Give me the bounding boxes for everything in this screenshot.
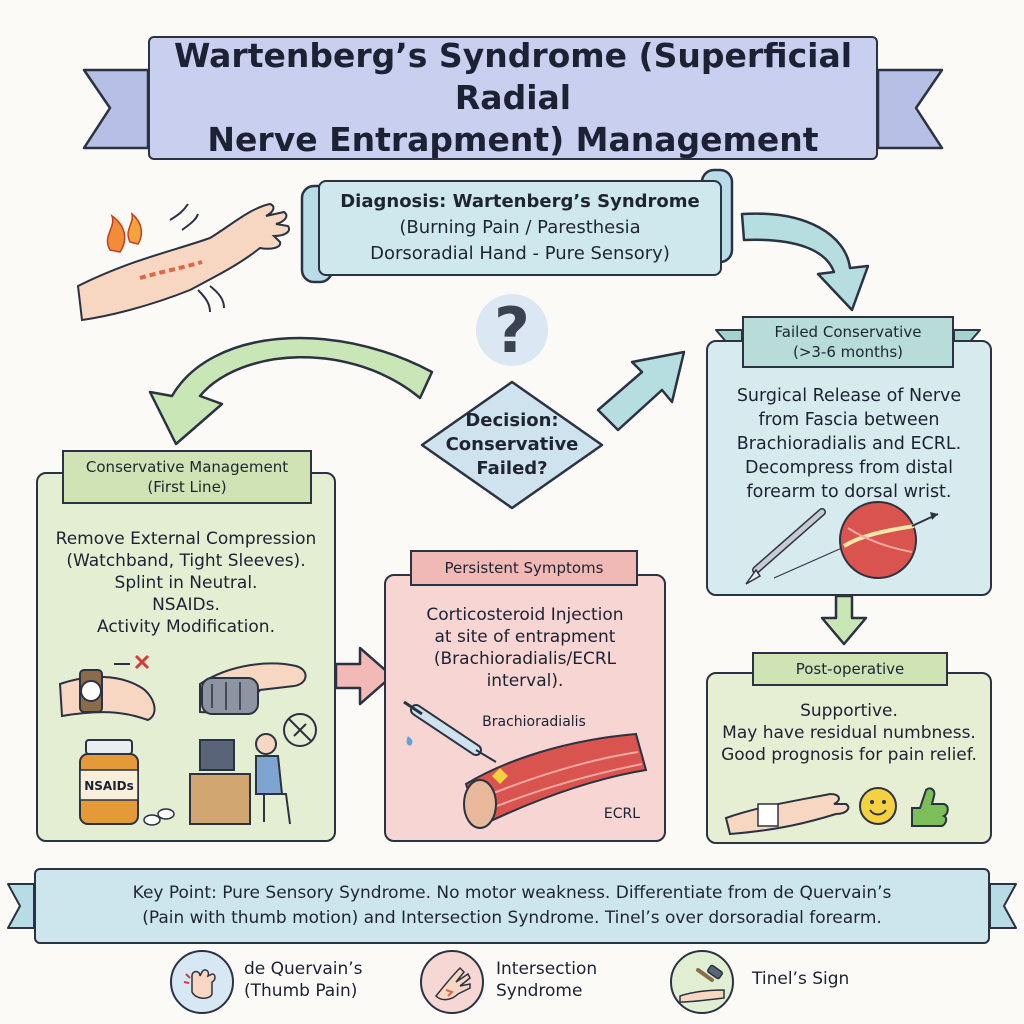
failed-header-line-2: (>3-6 months) xyxy=(792,343,904,361)
postop-body-line: May have residual numbness. xyxy=(722,723,976,743)
conservative-body-line: Splint in Neutral. xyxy=(114,573,258,593)
failed-conservative-header: Failed Conservative (>3-6 months) xyxy=(742,316,954,368)
postop-header-label: Post-operative xyxy=(795,660,905,678)
bandaged-hand-icon xyxy=(724,792,850,836)
decision-diamond-shape xyxy=(420,380,604,510)
svg-text:?: ? xyxy=(494,294,530,367)
persistent-panel xyxy=(384,574,666,842)
postop-body: Supportive. May have residual numbness. … xyxy=(714,700,984,766)
failed-header-line-1: Failed Conservative xyxy=(774,323,922,341)
burning-hand-icon xyxy=(76,202,290,322)
persistent-body-line: (Brachioradialis/ECRL xyxy=(433,649,617,669)
key-point-banner: Key Point: Pure Sensory Syndrome. No mot… xyxy=(34,868,990,944)
arrow-to-surgery xyxy=(596,350,686,432)
dequervain-label-line-1: de Quervain’s xyxy=(244,959,363,979)
decision-line-3: Failed? xyxy=(476,458,548,479)
surgery-illustration xyxy=(745,501,939,585)
splint-icon xyxy=(199,662,307,715)
decision-line-1: Decision: xyxy=(465,410,559,431)
persistent-header: Persistent Symptoms xyxy=(410,550,638,586)
failed-body-line: Surgical Release of Nerve xyxy=(736,386,962,406)
decision-line-2: Conservative xyxy=(445,434,579,455)
question-mark-icon: ? xyxy=(476,294,548,367)
diagnosis-box: Diagnosis: Wartenberg’s Syndrome (Burnin… xyxy=(318,180,722,276)
tinel-sign-icon xyxy=(670,950,734,1014)
conservative-header: Conservative Management (First Line) xyxy=(62,450,312,504)
intersection-label-line-2: Syndrome xyxy=(496,981,583,1001)
postop-body-line: Supportive. xyxy=(800,701,898,721)
nsaids-bottle-icon xyxy=(79,739,175,826)
dequervain-icon xyxy=(170,950,234,1014)
conservative-header-line-2: (First Line) xyxy=(147,478,227,496)
dequervain-label: de Quervain’s (Thumb Pain) xyxy=(244,958,363,1002)
watch-icon xyxy=(58,654,156,722)
title-banner: Wartenberg’s Syndrome (Superficial Radia… xyxy=(148,36,878,160)
keypoint-line-2: (Pain with thumb motion) and Intersectio… xyxy=(142,908,882,928)
title-line-2: Nerve Entrapment) Management xyxy=(207,120,819,159)
diagnosis-line-2: (Burning Pain / Paresthesia xyxy=(399,217,641,238)
title-line-1: Wartenberg’s Syndrome (Superficial Radia… xyxy=(173,36,853,117)
injection-illustration: Brachioradialis ECRL xyxy=(403,700,648,829)
failed-body-line: from Fascia between xyxy=(758,410,940,430)
persistent-body-line: Corticosteroid Injection xyxy=(426,605,624,625)
intersection-syndrome-icon xyxy=(420,950,484,1014)
dequervain-label-line-2: (Thumb Pain) xyxy=(244,981,358,1001)
conservative-body-line: Remove External Compression xyxy=(55,529,317,549)
muscle-icon xyxy=(463,732,648,829)
conservative-body-line: NSAIDs. xyxy=(152,595,220,615)
syringe-icon xyxy=(403,700,497,763)
failed-body-line: forearm to dorsal wrist. xyxy=(746,482,952,502)
tinel-label: Tinel’s Sign xyxy=(752,969,850,989)
conservative-illustrations: NSAIDs xyxy=(58,654,317,826)
ecrl-label: ECRL xyxy=(604,806,640,822)
title-ribbon-tails xyxy=(82,68,944,150)
arrow-to-conservative xyxy=(148,336,434,446)
arrow-to-persistent xyxy=(334,646,394,706)
arrow-diagnosis-to-failed xyxy=(740,212,870,312)
nsaids-label: NSAIDs xyxy=(84,779,134,793)
postop-header: Post-operative xyxy=(752,652,948,686)
intersection-label: Intersection Syndrome xyxy=(496,958,597,1002)
persistent-body-line: at site of entrapment xyxy=(434,627,616,647)
decision-node: Decision: Conservative Failed? xyxy=(418,386,606,504)
nerve-release-icon xyxy=(839,501,939,579)
conservative-header-line-1: Conservative Management xyxy=(85,458,289,476)
keypoint-line-1: Key Point: Pure Sensory Syndrome. No mot… xyxy=(132,883,892,903)
failed-body-line: Brachioradialis and ECRL. xyxy=(736,434,962,454)
arrow-to-postop xyxy=(820,594,868,646)
thumbs-up-icon xyxy=(911,787,949,827)
conservative-body: Remove External Compression (Watchband, … xyxy=(44,528,328,638)
conservative-body-line: Activity Modification. xyxy=(96,617,275,637)
failed-body-line: Decompress from distal xyxy=(745,458,953,478)
smiley-face-icon xyxy=(859,787,897,825)
persistent-body: Corticosteroid Injection at site of entr… xyxy=(392,604,658,692)
failed-conservative-body: Surgical Release of Nerve from Fascia be… xyxy=(714,384,984,504)
postop-illustration xyxy=(724,787,949,836)
brachioradialis-label: Brachioradialis xyxy=(482,714,586,730)
persistent-header-label: Persistent Symptoms xyxy=(444,559,604,577)
diagnosis-line-3: Dorsoradial Hand - Pure Sensory) xyxy=(370,243,670,264)
postop-body-line: Good prognosis for pain relief. xyxy=(721,745,977,765)
diagnosis-line-1: Diagnosis: Wartenberg’s Syndrome xyxy=(340,191,700,212)
desk-worker-icon xyxy=(189,713,317,825)
intersection-label-line-1: Intersection xyxy=(496,959,598,979)
persistent-body-line: interval). xyxy=(486,671,564,691)
conservative-body-line: (Watchband, Tight Sleeves). xyxy=(66,551,306,571)
